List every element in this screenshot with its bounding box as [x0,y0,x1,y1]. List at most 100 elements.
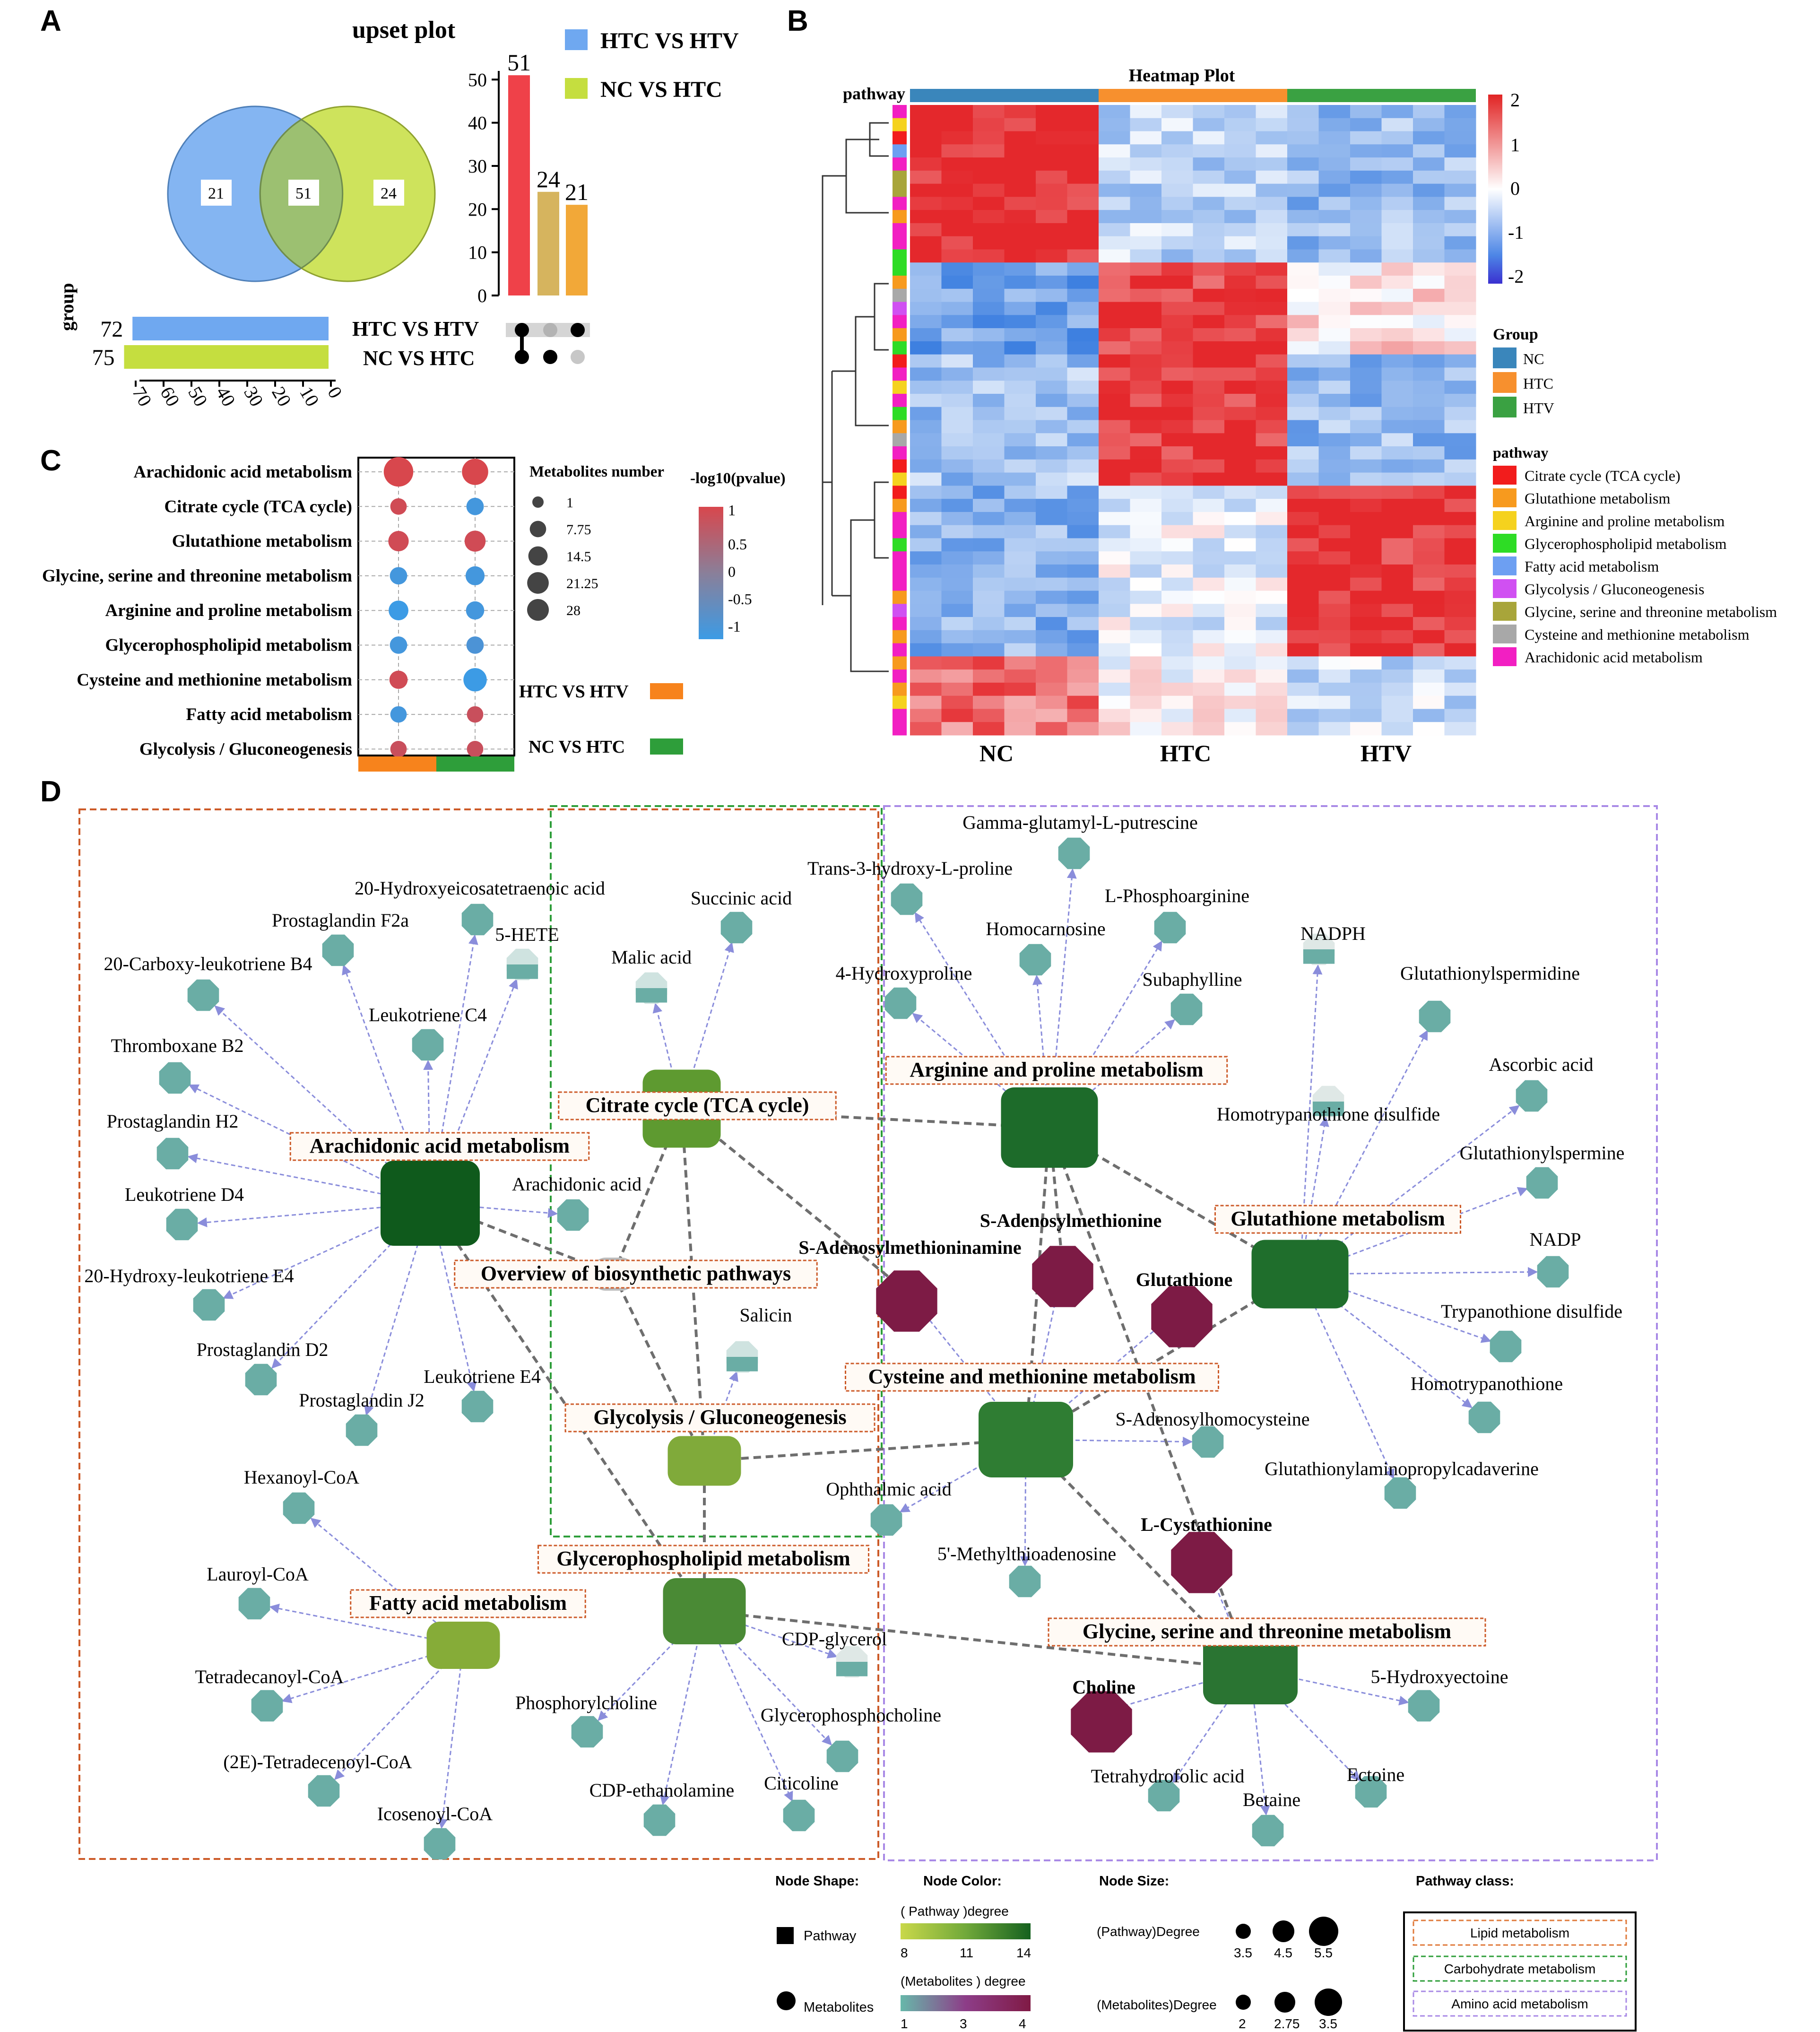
heatmap-cell [1224,131,1256,145]
heatmap-cell [1036,472,1067,486]
heatmap-cell [1350,407,1382,420]
heatmap-cell [1161,525,1193,538]
pathway-label-box [1048,1617,1486,1647]
heatmap-cell [1444,499,1476,512]
heatmap-cell [1350,538,1382,552]
heatmap-cell [1067,302,1099,315]
heatmap-cell [1099,118,1130,132]
metabolite-label: 20-Carboxy-leukotriene B4 [104,953,312,974]
heatmap-cell [1256,433,1288,447]
heatmap-cell [973,236,1005,250]
heatmap-cell [910,328,942,342]
heatmap-cell [1287,157,1319,171]
heatmap-cell [1256,197,1288,210]
legend-label: Citrate cycle (TCA cycle) [1525,467,1681,484]
heatmap-cell [1256,210,1288,224]
heatmap-cell [1193,525,1225,538]
heatmap-cell [1381,131,1413,145]
metabolite-node [891,883,923,915]
x-tick-label: 50 [184,383,212,410]
heatmap-cell [910,459,942,473]
heatmap-cell [1193,499,1225,512]
metabolite-label: Homotrypanothione disulfide [1217,1103,1440,1125]
color-legend: -log10(pvalue) 1 0.5 0 -0.5 -1 [690,470,786,639]
dot-plot-frame [357,457,515,756]
heatmap-cell [910,695,942,709]
heatmap-cell [1004,131,1036,145]
heatmap-cell [973,459,1005,473]
heatmap-cell [1161,262,1193,276]
heatmap-cell [1444,446,1476,460]
heatmap-cell [1130,223,1162,237]
pathway-row-swatch [893,262,907,276]
comparison-label: NC VS HTC [529,737,625,757]
heatmap-cell [1004,669,1036,683]
heatmap-cell [1130,381,1162,394]
heatmap-cell [1444,367,1476,381]
heatmap-cell [1067,604,1099,617]
pathway-category-label: Glycine, serine and threonine metabolism [42,566,352,586]
heatmap-cell [1099,669,1130,683]
heatmap-cell [1099,276,1130,289]
heatmap-cell [1067,472,1099,486]
heatmap-cell [1444,262,1476,276]
metabolite-link [1249,1668,1361,1781]
pathway-row-swatch [893,236,907,250]
heatmap-cell [941,499,973,512]
metabolite-node [1032,1246,1093,1307]
legend-label: Arginine and proline metabolism [1525,512,1725,530]
heatmap-cell [1287,577,1319,591]
size-legend-dot [1236,1995,1251,2010]
heatmap-cell [941,407,973,420]
heatmap-cell [1130,669,1162,683]
panel-a: A upset plot 21 51 24 HTC VS HTV NC VS H… [40,5,739,410]
heatmap-cell [1381,393,1413,408]
heatmap-cell [1161,630,1193,644]
set-size-bar [124,345,329,369]
heatmap-cell [1381,551,1413,565]
size-legend-dot [1236,1924,1251,1939]
heatmap-cell [1318,538,1351,552]
heatmap-cell [941,367,973,381]
heatmap-cell [1318,604,1351,617]
legend-title: pathway [1493,444,1548,461]
enrichment-dot [388,531,409,552]
x-tick-label: 60 [156,383,184,410]
heatmap-cell [1193,210,1225,224]
heatmap-cell [1287,695,1319,709]
heatmap-cell [973,407,1005,420]
heatmap-cell [1381,354,1413,368]
metabolite-label: CDP-glycerol [782,1628,887,1650]
heatmap-cell [1130,722,1162,736]
legend-swatch [565,78,588,99]
metabolite-label: Glutathionylspermidine [1400,963,1580,984]
heatmap-cell [1413,183,1445,197]
heatmap-cell [1067,315,1099,329]
heatmap-cell [1318,695,1351,709]
heatmap-cell [1381,288,1413,303]
heatmap-cell [1193,223,1225,237]
heatmap-cell [1287,433,1319,447]
metabolite-label: L-Phosphoarginine [1105,885,1249,906]
heatmap-cell [1224,722,1256,736]
heatmap-cell [1004,630,1036,644]
heatmap-cell [1067,183,1099,197]
pathway-row-swatch [893,118,907,132]
heatmap-cell [1004,210,1036,224]
heatmap-cell [1444,472,1476,486]
metabolite-degree-gradient [901,1995,1031,2011]
network-nodes [156,837,1569,1860]
heatmap-cell [910,472,942,486]
heatmap-cell [1256,525,1288,538]
metabolite-node [720,912,753,944]
heatmap-cell [1287,551,1319,565]
heatmap-cell [941,525,973,538]
heatmap-cell [1350,210,1382,224]
heatmap-cell [1130,459,1162,473]
heatmap-cell [1130,564,1162,578]
metabolite-label: (2E)-Tetradecenoyl-CoA [223,1751,412,1772]
heatmap-cell [1381,157,1413,171]
metabolite-label: NADPH [1300,923,1366,944]
heatmap-cell [1381,617,1413,631]
